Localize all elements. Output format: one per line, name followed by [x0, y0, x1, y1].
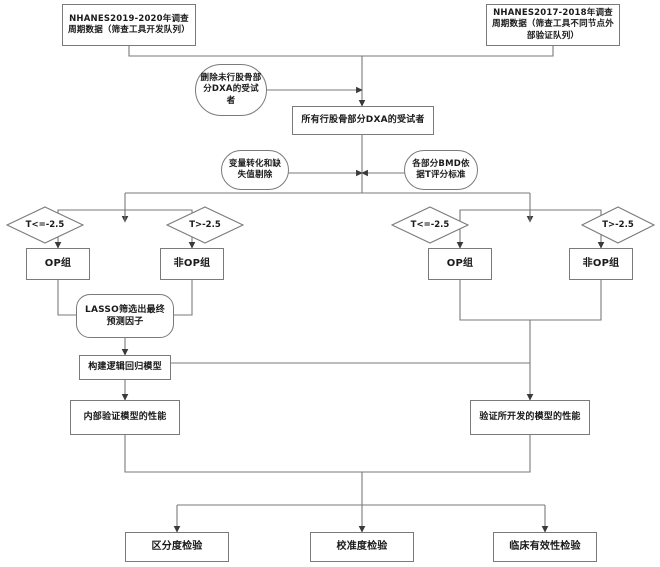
node-calibration-test-label: 校准度检验	[336, 541, 388, 553]
node-discrimination-test-label: 区分度检验	[151, 541, 203, 553]
node-val-nonop-group[interactable]: 非OP组	[569, 248, 633, 280]
node-all-dxa-subjects-label: 所有行股骨部分DXA的受试者	[301, 115, 425, 126]
node-development-cohort-label: NHANES2019-2020年调查周期数据（筛查工具开发队列）	[68, 13, 190, 35]
node-dev-op-group[interactable]: OP组	[26, 248, 90, 280]
node-lasso-selection-label: LASSO筛选出最终预测因子	[85, 304, 165, 327]
node-internal-validation-label: 内部验证模型的性能	[83, 412, 167, 423]
node-logistic-model[interactable]: 构建逻辑回归模型	[79, 355, 171, 380]
node-all-dxa-subjects[interactable]: 所有行股骨部分DXA的受试者	[292, 106, 434, 135]
decision-dev-t-high-label: T>-2.5	[189, 220, 221, 230]
node-val-nonop-group-label: 非OP组	[582, 258, 620, 270]
node-validation-cohort[interactable]: NHANES2017-2018年调查周期数据（筛查工具不同节点外部验证队列）	[486, 4, 620, 46]
decision-dev-t-low-label: T<=-2.5	[25, 220, 65, 230]
decision-dev-t-high[interactable]: T>-2.5	[166, 206, 244, 244]
node-dev-nonop-group-label: 非OP组	[173, 258, 211, 270]
node-clinical-utility-test[interactable]: 临床有效性检验	[493, 532, 597, 562]
node-calibration-test[interactable]: 校准度检验	[310, 532, 414, 562]
node-clinical-utility-test-label: 临床有效性检验	[509, 541, 581, 553]
node-bmd-t-score[interactable]: 各部分BMD依据T评分标准	[404, 150, 478, 190]
node-val-op-group[interactable]: OP组	[428, 248, 492, 280]
node-discrimination-test[interactable]: 区分度检验	[125, 532, 229, 562]
node-development-cohort[interactable]: NHANES2019-2020年调查周期数据（筛查工具开发队列）	[62, 4, 196, 46]
node-variable-transform-label: 变量转化和缺失值剔除	[228, 158, 282, 180]
node-external-validation[interactable]: 验证所开发的模型的性能	[470, 400, 590, 435]
decision-val-t-high-label: T>-2.5	[602, 220, 634, 230]
node-bmd-t-score-label: 各部分BMD依据T评分标准	[412, 158, 470, 180]
node-internal-validation[interactable]: 内部验证模型的性能	[70, 400, 180, 435]
decision-dev-t-low[interactable]: T<=-2.5	[6, 206, 84, 244]
node-dev-nonop-group[interactable]: 非OP组	[160, 248, 224, 280]
node-exclude-no-dxa[interactable]: 删除未行股骨部分DXA的受试者	[195, 64, 267, 116]
decision-val-t-high[interactable]: T>-2.5	[581, 206, 655, 244]
node-external-validation-label: 验证所开发的模型的性能	[479, 412, 581, 423]
node-val-op-group-label: OP组	[446, 258, 474, 270]
node-logistic-model-label: 构建逻辑回归模型	[88, 362, 162, 373]
node-lasso-selection[interactable]: LASSO筛选出最终预测因子	[76, 294, 174, 338]
decision-val-t-low[interactable]: T<=-2.5	[391, 206, 469, 244]
node-variable-transform[interactable]: 变量转化和缺失值剔除	[221, 150, 289, 190]
decision-val-t-low-label: T<=-2.5	[410, 220, 450, 230]
node-exclude-no-dxa-label: 删除未行股骨部分DXA的受试者	[200, 72, 262, 106]
node-dev-op-group-label: OP组	[44, 258, 72, 270]
node-validation-cohort-label: NHANES2017-2018年调查周期数据（筛查工具不同节点外部验证队列）	[492, 7, 614, 41]
